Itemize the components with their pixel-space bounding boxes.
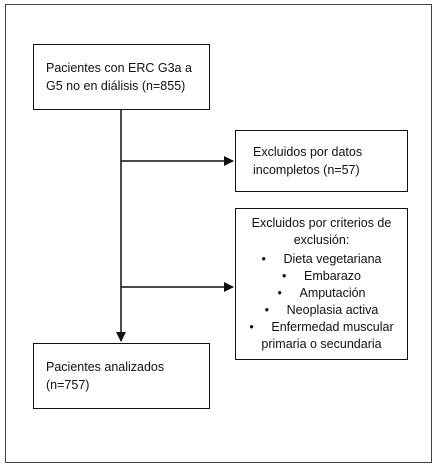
box-excluded-incomplete-line-2: incompletos (n=57) [253, 163, 360, 177]
exclusion-criterion-text: Embarazo [304, 269, 361, 283]
figure-frame [5, 4, 432, 463]
exclusion-criteria-list: • Dieta vegetariana • Embarazo • Amputación… [249, 251, 393, 353]
box-analyzed-patients: Pacientes analizados (n=757) [33, 343, 210, 409]
box-initial-patients: Pacientes con ERC G3a a G5 no en diálisi… [33, 44, 210, 110]
exclusion-criterion-text: Enfermedad muscular [271, 320, 394, 334]
bullet-icon: • [282, 269, 287, 283]
box-excluded-criteria-heading-2: exclusión: [293, 233, 350, 247]
exclusion-criterion-item: • Enfermedad muscular [249, 319, 393, 336]
exclusion-criterion-text: Neoplasia activa [286, 303, 379, 317]
exclusion-criterion-item: • Dieta vegetariana [249, 251, 393, 268]
exclusion-criterion-text: primaria o secundaria [261, 337, 382, 351]
exclusion-criterion-text: Amputación [299, 286, 366, 300]
box-excluded-criteria: Excluidos por criterios de exclusión: • D… [235, 208, 408, 360]
exclusion-criterion-item: • Embarazo [249, 268, 393, 285]
exclusion-criterion-item-continuation: primaria o secundaria [249, 336, 393, 353]
box-initial-patients-line-2: G5 no en diálisis (n=855) [46, 79, 186, 93]
box-excluded-criteria-heading-1: Excluidos por criterios de [251, 216, 392, 230]
bullet-icon: • [249, 320, 254, 334]
bullet-icon: • [264, 303, 270, 317]
box-excluded-incomplete-data: Excluidos por datos incompletos (n=57) [235, 130, 408, 192]
box-initial-patients-line-1: Pacientes con ERC G3a a [46, 61, 192, 75]
exclusion-criterion-text: Dieta vegetariana [283, 252, 382, 266]
box-analyzed-patients-line-2: (n=757) [46, 378, 90, 392]
exclusion-criterion-item: • Neoplasia activa [249, 302, 393, 319]
exclusion-criterion-item: • Amputación [249, 285, 393, 302]
bullet-icon: • [277, 286, 282, 300]
box-analyzed-patients-line-1: Pacientes analizados [46, 360, 165, 374]
box-excluded-incomplete-line-1: Excluidos por datos [253, 145, 363, 159]
bullet-icon: • [261, 252, 266, 266]
